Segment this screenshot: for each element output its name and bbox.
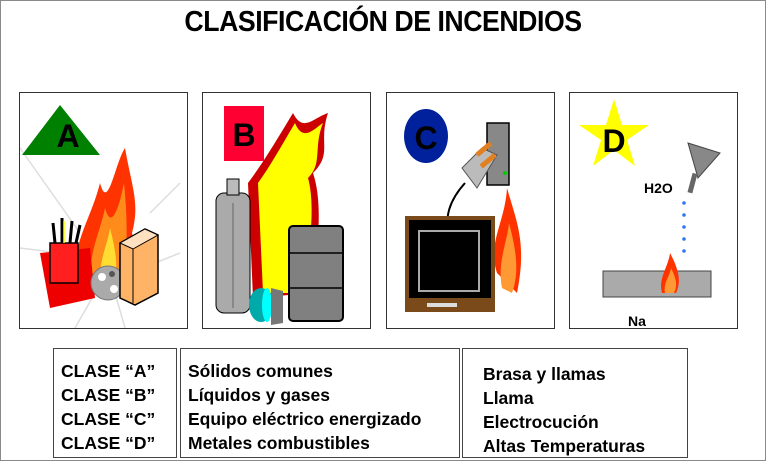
effect-a: Brasa y llamas	[483, 364, 606, 384]
h2o-label: H2O	[644, 180, 673, 196]
material-column: Sólidos comunes Líquidos y gases Equipo …	[180, 348, 460, 458]
effect-column: Brasa y llamas Llama Electrocución Altas…	[462, 348, 688, 458]
svg-text:B: B	[232, 117, 255, 153]
class-c-illustration: C	[404, 109, 522, 312]
class-b-label: CLASE “B”	[61, 385, 156, 405]
page-title: CLASIFICACIÓN DE INCENDIOS	[184, 6, 582, 38]
material-b: Líquidos y gases	[188, 385, 330, 405]
panel-class-d: D H2O Na	[569, 92, 738, 329]
class-column: CLASE “A” CLASE “B” CLASE “C” CLASE “D”	[53, 348, 177, 458]
class-c-label: CLASE “C”	[61, 409, 156, 429]
effect-c: Electrocución	[483, 412, 599, 432]
svg-text:A: A	[56, 118, 79, 154]
star-icon	[579, 99, 649, 166]
class-d-label: CLASE “D”	[61, 433, 156, 453]
circle-icon	[404, 109, 448, 163]
material-d: Metales combustibles	[188, 433, 370, 453]
class-d-illustration: D H2O Na	[579, 99, 721, 328]
effect-b: Llama	[483, 388, 534, 408]
svg-text:D: D	[602, 123, 625, 159]
effect-d: Altas Temperaturas	[483, 436, 646, 456]
square-icon	[224, 106, 264, 161]
class-a-label: CLASE “A”	[61, 361, 156, 381]
material-c: Equipo eléctrico energizado	[188, 409, 422, 429]
panel-class-c: C	[386, 92, 555, 329]
class-a-illustration: A	[20, 105, 181, 328]
panel-class-b: B	[202, 92, 371, 329]
panel-class-a: A	[19, 92, 188, 329]
na-label: Na	[628, 313, 646, 328]
material-a: Sólidos comunes	[188, 361, 333, 381]
class-b-illustration: B	[215, 106, 344, 325]
triangle-icon	[22, 105, 100, 155]
svg-text:C: C	[414, 120, 437, 156]
